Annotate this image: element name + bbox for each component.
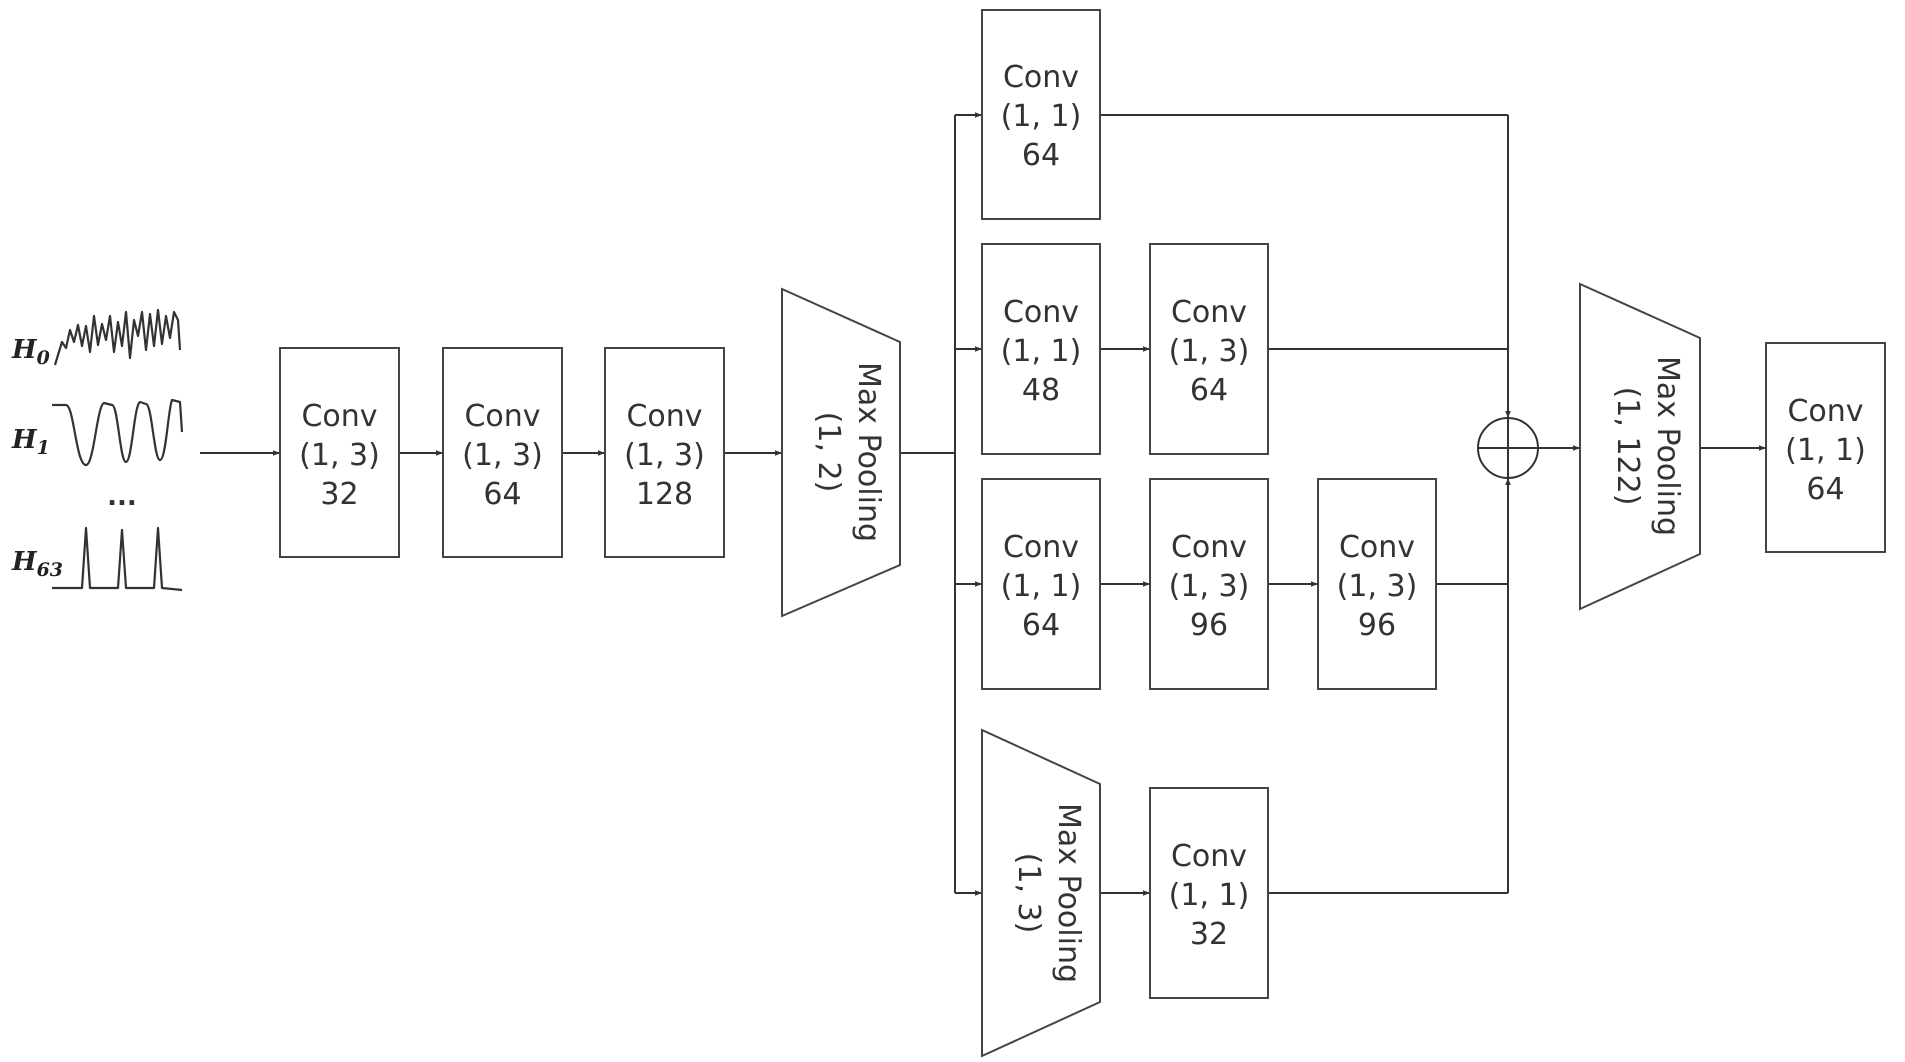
branch3-conv-c: Conv (1, 3) 96 <box>1317 478 1437 690</box>
svg-text:32: 32 <box>1190 917 1228 952</box>
svg-text:(1, 3): (1, 3) <box>1011 853 1046 934</box>
head-conv: Conv (1, 1) 64 <box>1765 342 1886 553</box>
svg-text:(1, 3): (1, 3) <box>1337 569 1418 604</box>
svg-text:96: 96 <box>1190 608 1228 643</box>
svg-text:(1, 1): (1, 1) <box>1785 433 1866 468</box>
branch1-conv: Conv (1, 1) 64 <box>981 9 1101 220</box>
head-max-pooling: Max Pooling (1, 122) <box>1579 282 1701 611</box>
h1-label: H1 <box>11 425 50 459</box>
branch4-conv: Conv (1, 1) 32 <box>1149 787 1269 999</box>
h63-label: H63 <box>11 547 63 581</box>
svg-text:Conv: Conv <box>1003 530 1079 565</box>
branch2-conv-b: Conv (1, 3) 64 <box>1149 243 1269 455</box>
svg-text:(1, 1): (1, 1) <box>1001 569 1082 604</box>
svg-text:(1, 3): (1, 3) <box>1169 334 1250 369</box>
svg-text:48: 48 <box>1022 373 1060 408</box>
svg-text:64: 64 <box>1022 608 1060 643</box>
svg-text:64: 64 <box>483 477 521 512</box>
svg-text:Conv: Conv <box>1003 60 1079 95</box>
svg-text:32: 32 <box>320 477 358 512</box>
svg-text:Conv: Conv <box>464 399 540 434</box>
svg-text:Conv: Conv <box>626 399 702 434</box>
branch2-conv-a: Conv (1, 1) 48 <box>981 243 1101 455</box>
h0-signal <box>53 308 182 366</box>
h0-label: H0 <box>11 335 50 369</box>
svg-text:(1, 1): (1, 1) <box>1001 99 1082 134</box>
svg-text:64: 64 <box>1190 373 1228 408</box>
svg-text:64: 64 <box>1806 472 1844 507</box>
svg-text:Max Pooling: Max Pooling <box>851 362 886 542</box>
svg-text:Max Pooling: Max Pooling <box>1051 803 1086 983</box>
svg-text:Conv: Conv <box>1787 394 1863 429</box>
input-h63: H63 <box>11 526 183 592</box>
svg-text:(1, 122): (1, 122) <box>1610 387 1645 506</box>
concat-plus-icon <box>1477 417 1539 479</box>
stem-max-pooling: Max Pooling (1, 2) <box>781 287 901 618</box>
svg-text:(1, 2): (1, 2) <box>811 412 846 493</box>
connections <box>200 112 1766 896</box>
stem-conv-3: Conv (1, 3) 128 <box>604 347 725 558</box>
branch3-conv-b: Conv (1, 3) 96 <box>1149 478 1269 690</box>
svg-text:Conv: Conv <box>1339 530 1415 565</box>
svg-text:(1, 1): (1, 1) <box>1169 878 1250 913</box>
svg-text:Conv: Conv <box>301 399 377 434</box>
svg-text:Conv: Conv <box>1171 530 1247 565</box>
h63-signal <box>52 526 183 592</box>
h1-signal <box>52 398 184 467</box>
svg-text:Max Pooling: Max Pooling <box>1650 356 1685 536</box>
branch4-max-pooling: Max Pooling (1, 3) <box>981 728 1101 1058</box>
svg-text:(1, 3): (1, 3) <box>462 438 543 473</box>
svg-text:Conv: Conv <box>1003 295 1079 330</box>
branch3-conv-a: Conv (1, 1) 64 <box>981 478 1101 690</box>
input-h1: H1 <box>11 398 184 467</box>
stem-conv-2: Conv (1, 3) 64 <box>442 347 563 558</box>
svg-text:(1, 3): (1, 3) <box>624 438 705 473</box>
svg-text:(1, 3): (1, 3) <box>299 438 380 473</box>
svg-text:128: 128 <box>636 477 693 512</box>
svg-text:64: 64 <box>1022 138 1060 173</box>
svg-text:(1, 3): (1, 3) <box>1169 569 1250 604</box>
input-h0: H0 <box>11 308 182 369</box>
svg-text:96: 96 <box>1358 608 1396 643</box>
inputs-ellipsis: ... <box>107 482 137 512</box>
stem-conv-1: Conv (1, 3) 32 <box>279 347 400 558</box>
svg-text:Conv: Conv <box>1171 295 1247 330</box>
svg-text:Conv: Conv <box>1171 839 1247 874</box>
svg-text:(1, 1): (1, 1) <box>1001 334 1082 369</box>
